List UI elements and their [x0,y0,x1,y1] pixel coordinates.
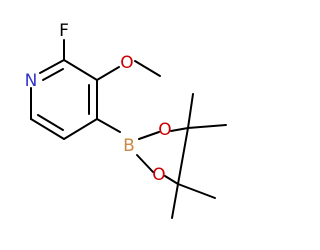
bond-methyl-4 [171,183,179,219]
bond-c4-b [96,118,121,133]
bond-n1-c2 [39,59,65,74]
bond-o-methyl [134,60,161,77]
bond-c-o-bottom [164,175,179,185]
bond-methyl-1 [187,93,194,129]
molecule-diagram: F N O B O O [25,21,227,219]
bond-c4-c5 [63,118,98,140]
bond-o-top-c [170,127,189,132]
bond-c5-c6 [30,118,65,140]
bond-o-bottom-b [136,154,154,173]
atom-label-boronate-oxygen-bottom: O [152,165,165,185]
bond-c5-c6-inner [37,114,64,131]
pyridine-ring [30,59,98,140]
atom-label-boronate-oxygen-top: O [158,120,171,140]
bond-c-c [177,127,189,185]
bond-methyl-3 [177,183,216,199]
structure-svg: F N O B O O [25,21,227,219]
bond-b-o-top [138,131,160,140]
atom-label-boron: B [123,136,135,156]
bond-n1-c2-inner [42,68,64,81]
atom-label-fluorine: F [59,21,69,41]
bond-methyl-2 [187,124,227,129]
bond-c2-c3 [63,59,98,81]
bond-c3-o-methoxy [96,66,120,81]
dioxaborolane-ring [136,127,189,185]
atom-label-nitrogen: N [25,71,38,91]
atom-label-methoxy-oxygen: O [120,53,133,73]
